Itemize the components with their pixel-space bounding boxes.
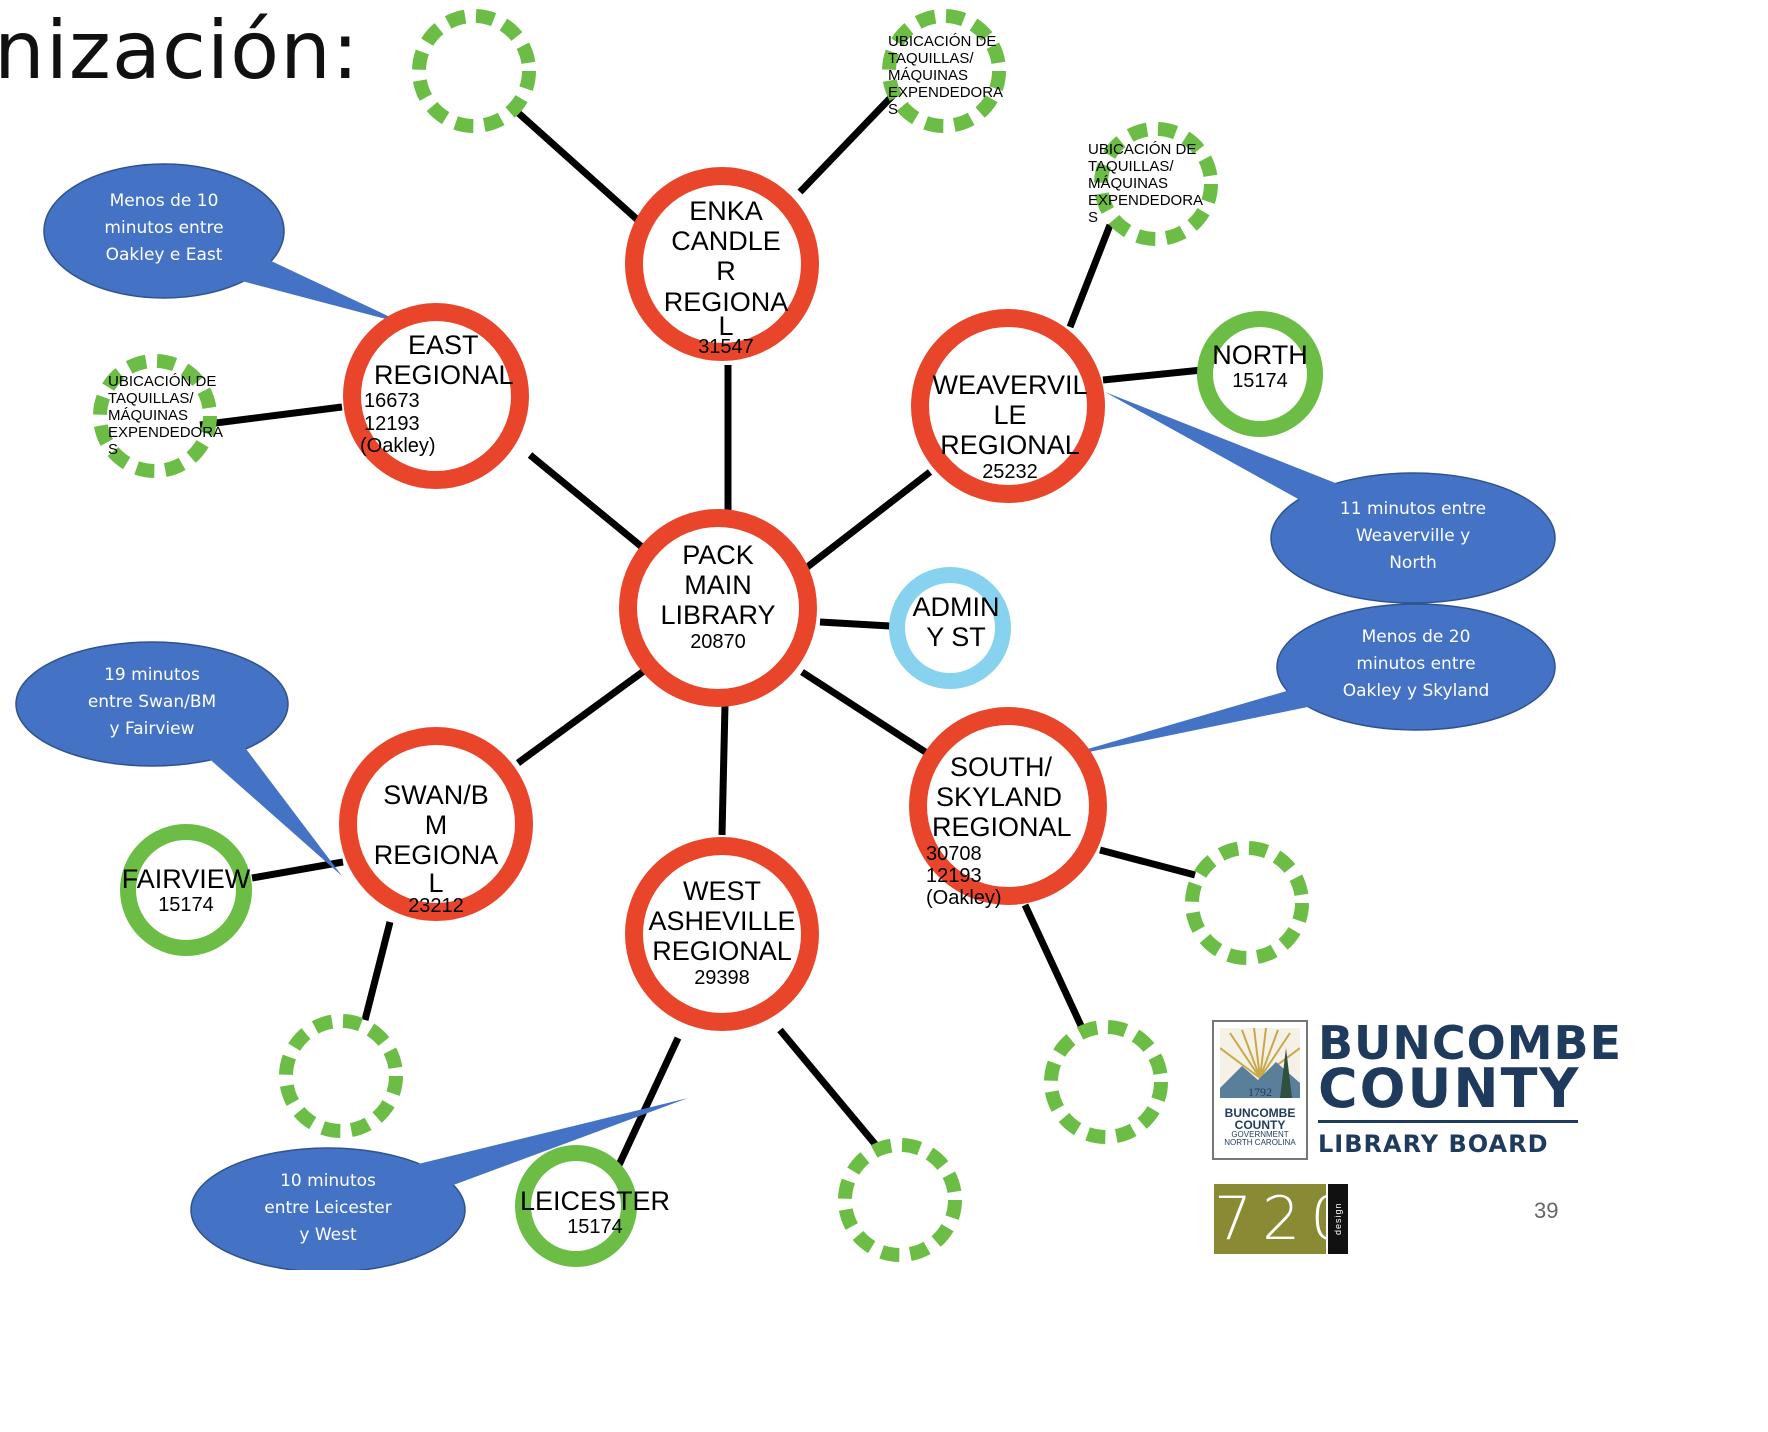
connector-south-kiosk-bottom xyxy=(1021,903,1087,1032)
leicester-branch-label: LEICESTER 15174 xyxy=(519,1186,671,1239)
kiosk-ring-weaverville xyxy=(1094,122,1218,246)
callout-leicester-west-pointer xyxy=(410,1098,688,1190)
callout-swan-fairview-pointer xyxy=(188,733,342,876)
callout-swan-fairview-bubble xyxy=(15,641,289,767)
connector-enka-kiosk-top-right xyxy=(797,87,901,195)
pack-main-library-circle xyxy=(619,509,817,707)
kiosk-ring-top-right xyxy=(882,9,1006,133)
enka-candler-regional-circle xyxy=(625,167,819,361)
south-skyland-regional-label: SOUTH/ SKYLAND REGIONAL 30708 12193 (Oak… xyxy=(926,752,1072,910)
connector-west-kiosk xyxy=(777,1027,883,1153)
fairview-branch-circle xyxy=(120,824,252,956)
admin-y-st-circle xyxy=(889,567,1011,689)
leicester-branch-circle xyxy=(515,1145,637,1267)
connector-pack-east xyxy=(527,452,651,555)
connector-pack-weaverville xyxy=(803,469,933,571)
connector-swan-fairview xyxy=(251,858,344,882)
east-regional-circle xyxy=(343,303,529,489)
buncombe-county-library-board-logo: 1792 BUNCOMBE COUNTY GOVERNMENT NORTH CA… xyxy=(1212,1020,1621,1166)
kiosk-ring-south-bottom xyxy=(1044,1020,1168,1144)
library-network-diagram xyxy=(15,9,1556,1270)
west-asheville-regional-label: WEST ASHEVILLE REGIONAL 29398 xyxy=(648,876,796,989)
720-design-logo: 720 design xyxy=(1214,1184,1359,1254)
swan-bm-regional-circle xyxy=(339,727,533,921)
south-skyland-regional-circle xyxy=(909,707,1107,905)
callout-oakley-east-pointer xyxy=(200,252,405,324)
callout-leicester-west-bubble xyxy=(190,1147,466,1270)
connector-south-kiosk-right xyxy=(1099,846,1196,879)
kiosk-ring-top-left xyxy=(412,9,536,133)
callout-oakley-skyland-pointer xyxy=(1050,690,1332,760)
connector-enka-kiosk-top-left xyxy=(512,107,643,225)
north-branch-label: NORTH 15174 xyxy=(1212,340,1308,393)
kiosk-ring-swan xyxy=(279,1014,403,1138)
callout-oakley-skyland: Menos de 20 minutos entre Oakley y Skyla… xyxy=(1342,627,1490,702)
pack-main-library-label: PACK MAIN LIBRARY 20870 xyxy=(660,540,776,653)
west-asheville-regional-circle xyxy=(625,837,819,1031)
slide-title: nización: xyxy=(0,4,360,97)
callout-shapes xyxy=(15,163,1556,1270)
seal-text: BUNCOMBE COUNTY GOVERNMENT NORTH CAROLIN… xyxy=(1224,1106,1296,1147)
kiosk-ring-east xyxy=(93,354,217,478)
callout-swan-fairview: 19 minutos entre Swan/BM y Fairview xyxy=(87,665,217,740)
callout-weaverville-north-pointer xyxy=(1105,392,1348,500)
connector-pack-south xyxy=(800,669,932,758)
branch-circles xyxy=(120,167,1323,1267)
connector-pack-west xyxy=(718,704,729,836)
fairview-branch-label: FAIRVIEW 15174 xyxy=(121,864,251,917)
kiosk-ring-west xyxy=(838,1138,962,1262)
callout-weaverville-north: 11 minutos entre Weaverville y North xyxy=(1339,499,1487,574)
county-seal: 1792 BUNCOMBE COUNTY GOVERNMENT NORTH CA… xyxy=(1212,1020,1308,1160)
mountain-sunrise-icon xyxy=(1220,1028,1300,1098)
swan-bm-regional-label: SWAN/B M REGIONA L 23212 xyxy=(373,780,499,917)
north-branch-circle xyxy=(1197,311,1323,437)
connector-swan-kiosk xyxy=(361,921,394,1021)
callout-weaverville-north-bubble xyxy=(1270,472,1556,604)
connector-weaverville-north xyxy=(1102,366,1203,384)
east-regional-label: EAST REGIONAL 16673 12193 (Oakley) xyxy=(360,330,514,458)
seal-year: 1792 xyxy=(1248,1085,1272,1099)
admin-y-st-label: ADMIN Y ST xyxy=(912,592,1000,653)
weaverville-regional-circle xyxy=(911,309,1105,503)
library-board-wordmark: BUNCOMBE COUNTY LIBRARY BOARD xyxy=(1318,1016,1623,1158)
connector-weaverville-kiosk xyxy=(1066,223,1114,329)
connector-pack-admin xyxy=(819,618,891,630)
enka-candler-regional-label: ENKA CANDLE R REGIONA L 31547 xyxy=(663,196,789,358)
callout-oakley-skyland-bubble xyxy=(1276,603,1556,731)
page-number: 39 xyxy=(1534,1198,1559,1223)
connector-east-kiosk xyxy=(199,403,343,429)
callout-oakley-east: Menos de 10 minutos entre Oakley e East xyxy=(104,191,224,266)
kiosk-ring-south-right xyxy=(1185,841,1309,965)
connector-pack-swan xyxy=(515,665,651,766)
callout-leicester-west: 10 minutos entre Leicester y West xyxy=(264,1171,392,1246)
weaverville-regional-label: WEAVERVIL LE REGIONAL 25232 xyxy=(932,370,1088,483)
kiosk-rings xyxy=(93,9,1309,1262)
